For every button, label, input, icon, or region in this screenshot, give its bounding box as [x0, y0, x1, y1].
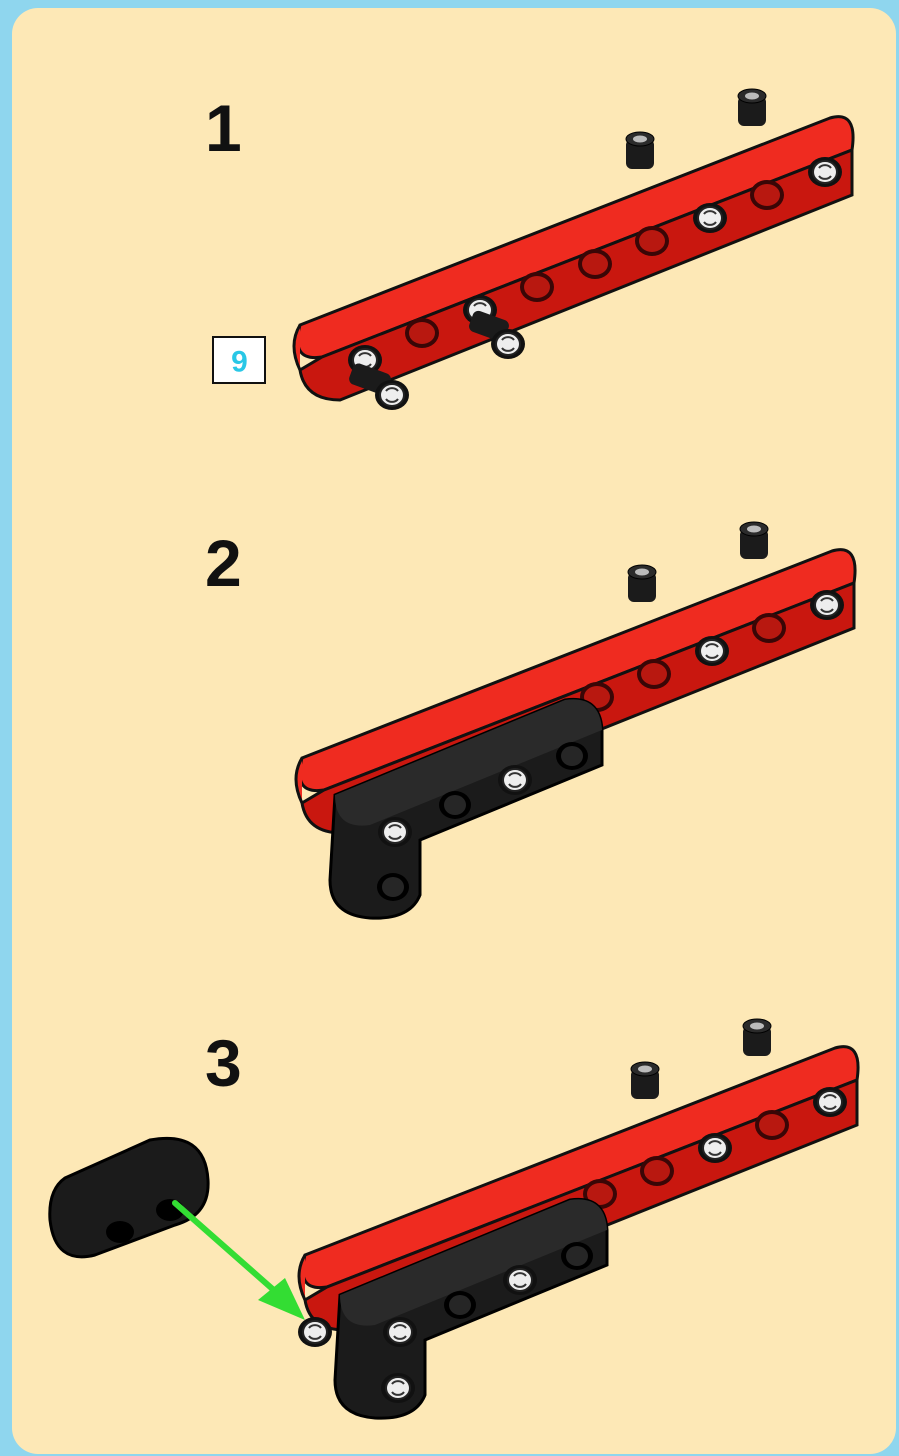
top-pin-2: [738, 89, 766, 126]
top-pin-2: [740, 522, 768, 559]
step-1-assembly: [294, 89, 853, 410]
top-pin-2: [743, 1019, 771, 1056]
green-arrow-icon: [175, 1203, 305, 1320]
top-pin-1: [626, 132, 654, 169]
top-pin-1: [628, 565, 656, 602]
top-pin-1: [631, 1062, 659, 1099]
red-beam: [294, 117, 853, 400]
black-2-beam: [50, 1138, 208, 1256]
